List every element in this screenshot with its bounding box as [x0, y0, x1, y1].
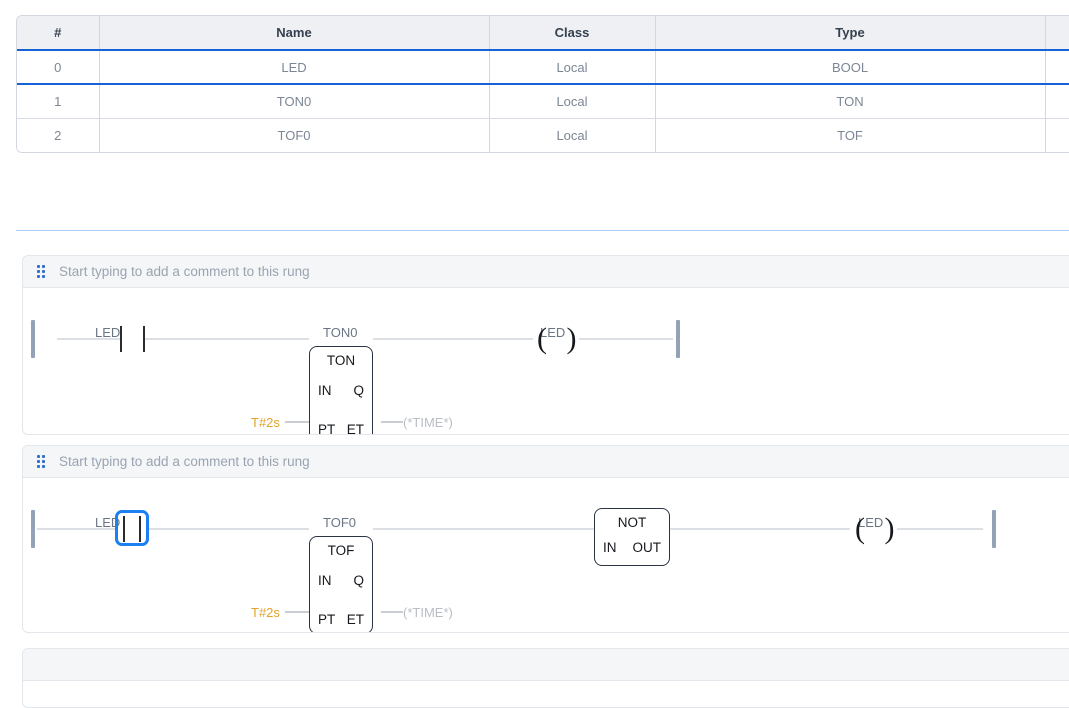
- rung-2-comment-bar[interactable]: Start typing to add a comment to this ru…: [23, 446, 1069, 478]
- cell-class[interactable]: Local: [489, 49, 656, 85]
- block-output-out[interactable]: OUT: [632, 540, 662, 555]
- wire-not-to-coil: [670, 528, 850, 530]
- contact-bar-left: [120, 326, 122, 352]
- rung-2[interactable]: Start typing to add a comment to this ru…: [22, 445, 1069, 633]
- rung-1-comment-input[interactable]: Start typing to add a comment to this ru…: [59, 264, 310, 279]
- column-header-type[interactable]: Type: [655, 16, 1046, 51]
- block-input-in[interactable]: IN: [603, 540, 617, 555]
- rung-3-comment-bar[interactable]: [23, 649, 1069, 681]
- coil-output[interactable]: ( ): [537, 322, 583, 355]
- function-block-not[interactable]: NOT IN OUT: [594, 508, 670, 566]
- wire-contact-to-block: [149, 528, 309, 530]
- rung-1-body[interactable]: LED TON0 TON IN Q PT ET T#2s (*TIME*) LE…: [23, 288, 1069, 435]
- coil-label: LED: [858, 515, 884, 530]
- cell-type[interactable]: TOF: [655, 118, 1046, 152]
- function-block-name: TON: [326, 353, 356, 368]
- variables-table[interactable]: # Name Class Type 0 LED Local BOOL 1 TON…: [16, 15, 1069, 153]
- cell-type[interactable]: BOOL: [655, 49, 1046, 85]
- rung-1[interactable]: Start typing to add a comment to this ru…: [22, 255, 1069, 435]
- column-header-name[interactable]: Name: [99, 16, 490, 51]
- cell-name[interactable]: TOF0: [99, 118, 490, 152]
- block-output-et[interactable]: ET: [346, 612, 364, 627]
- right-power-rail: [676, 320, 680, 358]
- wire-block-to-coil: [373, 338, 533, 340]
- wire-coil-to-rail: [579, 338, 673, 340]
- contact-bar-right: [139, 516, 141, 542]
- contact-selection-box[interactable]: [115, 510, 149, 546]
- left-power-rail: [31, 510, 35, 548]
- cell-type[interactable]: TON: [655, 84, 1046, 119]
- rung-1-comment-bar[interactable]: Start typing to add a comment to this ru…: [23, 256, 1069, 288]
- column-header-extra[interactable]: [1045, 16, 1069, 51]
- cell-class[interactable]: Local: [489, 118, 656, 152]
- function-block-name: TOF: [327, 543, 355, 558]
- cell-name[interactable]: TON0: [99, 84, 490, 119]
- column-header-index[interactable]: #: [17, 16, 100, 51]
- cell-extra[interactable]: [1045, 49, 1069, 85]
- block-input-in[interactable]: IN: [318, 383, 332, 398]
- table-row[interactable]: 0 LED Local BOOL: [17, 49, 1069, 85]
- wire-block-to-not: [373, 528, 595, 530]
- cell-extra[interactable]: [1045, 84, 1069, 119]
- column-header-class[interactable]: Class: [489, 16, 656, 51]
- pt-literal-value[interactable]: T#2s: [251, 415, 280, 430]
- function-block-name: NOT: [617, 515, 647, 530]
- coil-label: LED: [540, 325, 566, 340]
- right-power-rail: [992, 510, 996, 548]
- cell-index: 1: [17, 84, 100, 119]
- table-header-row: # Name Class Type: [17, 16, 1069, 51]
- contact-normally-open[interactable]: [123, 516, 141, 542]
- block-input-pt[interactable]: PT: [318, 422, 336, 435]
- block-output-q[interactable]: Q: [353, 383, 364, 398]
- wire-et-output: [381, 421, 403, 423]
- pt-literal-value[interactable]: T#2s: [251, 605, 280, 620]
- wire-pt-literal: [285, 611, 309, 613]
- drag-dots-icon[interactable]: [37, 265, 45, 278]
- block-input-pt[interactable]: PT: [318, 612, 336, 627]
- wire-rail-to-contact: [37, 528, 117, 530]
- et-output-value[interactable]: (*TIME*): [403, 605, 453, 620]
- contact-normally-open[interactable]: [120, 326, 145, 352]
- block-input-in[interactable]: IN: [318, 573, 332, 588]
- rung-2-comment-input[interactable]: Start typing to add a comment to this ru…: [59, 454, 310, 469]
- cell-extra[interactable]: [1045, 118, 1069, 152]
- wire-et-output: [381, 611, 403, 613]
- function-block-tof[interactable]: TOF IN Q PT ET: [309, 536, 373, 632]
- function-block-ton[interactable]: TON IN Q PT ET: [309, 346, 373, 435]
- rung-2-body[interactable]: LED TOF0 TOF IN Q PT ET T#2s (*TIME*) NO…: [23, 478, 1069, 632]
- contact-bar-right: [143, 326, 145, 352]
- cell-index: 2: [17, 118, 100, 152]
- block-instance-label: TON0: [323, 325, 358, 340]
- wire-pt-literal: [285, 421, 309, 423]
- cell-index: 0: [17, 49, 100, 85]
- block-output-et[interactable]: ET: [346, 422, 364, 435]
- block-output-q[interactable]: Q: [353, 573, 364, 588]
- cell-class[interactable]: Local: [489, 84, 656, 119]
- cell-name[interactable]: LED: [99, 49, 490, 85]
- wire-contact-to-block: [145, 338, 309, 340]
- contact-label: LED: [95, 515, 121, 530]
- left-power-rail: [31, 320, 35, 358]
- wire-coil-to-rail: [897, 528, 983, 530]
- contact-bar-left: [123, 516, 125, 542]
- block-instance-label: TOF0: [323, 515, 356, 530]
- drag-dots-icon[interactable]: [37, 455, 45, 468]
- wire-rail-to-contact: [57, 338, 121, 340]
- table-row[interactable]: 1 TON0 Local TON: [17, 84, 1069, 119]
- section-divider: [16, 230, 1069, 231]
- et-output-value[interactable]: (*TIME*): [403, 415, 453, 430]
- table-row[interactable]: 2 TOF0 Local TOF: [17, 118, 1069, 152]
- contact-label: LED: [95, 325, 121, 340]
- rung-3[interactable]: [22, 648, 1069, 708]
- coil-output[interactable]: ( ): [855, 512, 901, 545]
